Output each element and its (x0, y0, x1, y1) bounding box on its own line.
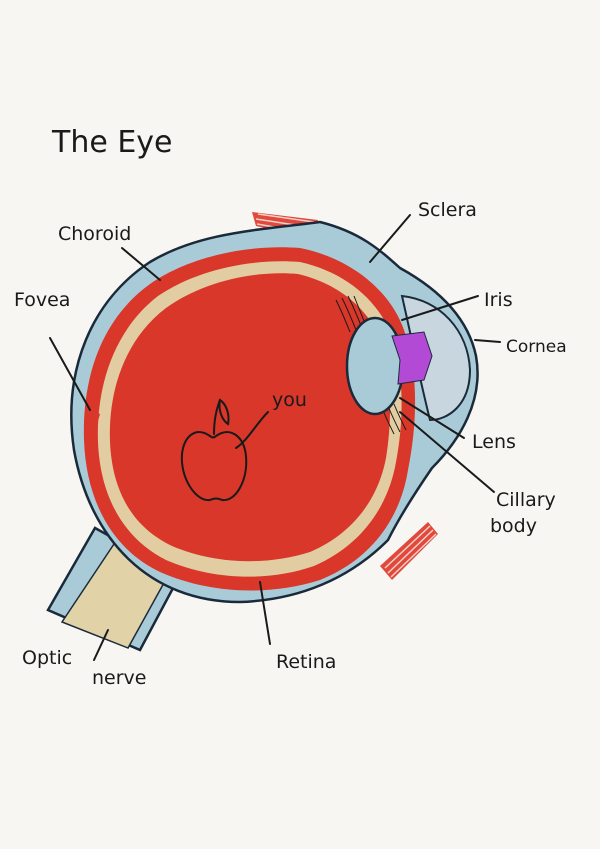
label-ciliary-line2: body (490, 515, 537, 537)
ciliary-leader (399, 411, 495, 493)
label-lens: Lens (472, 431, 516, 453)
iris-leader (401, 295, 479, 321)
choroid-leader (121, 247, 161, 281)
leader-lines (49, 214, 501, 661)
label-cornea: Cornea (506, 337, 567, 357)
fovea-leader (49, 337, 91, 411)
sclera-leader (369, 214, 411, 263)
label-fovea: Fovea (14, 289, 70, 311)
vitreous-body (109, 273, 391, 562)
label-ciliary-line1: Cillary (496, 489, 556, 511)
optic-nerve-leader (93, 629, 109, 661)
fovea-pit (84, 408, 100, 428)
lens (345, 316, 405, 416)
label-optic-line2: nerve (92, 667, 146, 689)
label-sclera: Sclera (418, 199, 477, 221)
apple-icon (180, 398, 248, 502)
label-choroid: Choroid (58, 223, 131, 245)
lens-leader (399, 397, 465, 439)
you-leader (235, 411, 269, 449)
label-iris: Iris (484, 289, 513, 311)
label-optic-line1: Optic (22, 647, 72, 669)
label-retina: Retina (276, 651, 336, 673)
label-you: you (272, 389, 307, 411)
cornea-leader (474, 339, 501, 343)
iris (391, 331, 433, 385)
retina-leader (259, 581, 271, 645)
lower-muscle (380, 522, 438, 580)
diagram-title: The Eye (51, 125, 173, 160)
